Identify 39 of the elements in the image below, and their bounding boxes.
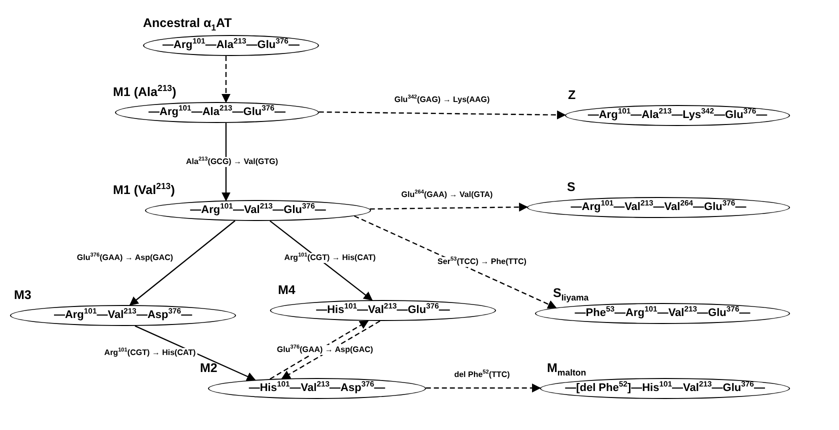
dashed-arrow	[354, 215, 557, 308]
mutation-label: Arg$^{101}$(CGT) → His(CAT)	[282, 253, 378, 263]
arrow	[129, 220, 236, 306]
mutation-label: Glu$^{376}$(GAA) → Asp(GAC)	[74, 253, 176, 263]
sequence-text: —His$^{101}$—Val$^{213}$—Glu$^{376}$—	[316, 305, 450, 316]
arrow	[222, 122, 230, 202]
sequence-text: —His$^{101}$—Val$^{213}$—Asp$^{376}$—	[248, 383, 386, 394]
variant-name: Z	[568, 89, 576, 102]
sequence-text: —Arg$^{101}$—Val$^{213}$—Val$^{264}$—Glu$^{376}$—	[570, 202, 746, 213]
dashed-arrow	[426, 384, 542, 392]
mutation-label: Glu$^{376}$(GAA) → Asp(GAC)	[274, 345, 376, 355]
sequence-text: —Arg$^{101}$—Ala$^{213}$—Lys$^{342}$—Glu$^{376}$—	[588, 110, 768, 121]
dashed-arrow	[370, 202, 528, 212]
sequence-text: —Phe$^{53}$—Arg$^{101}$—Val$^{213}$—Glu$^{376}$—	[574, 308, 750, 319]
variant-name: M3	[14, 289, 32, 302]
mutation-label: del Phe$^{52}$(TTC)	[452, 370, 512, 380]
dashed-arrow	[222, 56, 230, 103]
mutation-label: Arg$^{101}$(CGT) → His(CAT)	[102, 348, 198, 358]
variant-name: M1 (Val$^{213}$)	[113, 184, 175, 196]
sequence-text: —[del Phe$^{52}$]—His$^{101}$—Val$^{213}$—Glu$^{376}$—	[565, 383, 765, 394]
arrow	[134, 325, 256, 381]
dashed-arrow	[281, 320, 380, 380]
variant-name: M4	[278, 284, 296, 296]
sequence-text: —Arg$^{101}$—Ala$^{213}$—Glu$^{376}$—	[148, 107, 286, 118]
variant-name: Ancestral α$_{1}$AT	[143, 17, 232, 30]
variant-name: M$_{malton}$	[547, 362, 586, 374]
mutation-label: Ser$^{53}$(TCC) → Phe(TTC)	[436, 257, 528, 267]
sequence-text: —Arg$^{101}$—Val$^{213}$—Asp$^{376}$—	[54, 310, 192, 321]
mutation-label: Ala$^{213}$(GCG) → Val(GTG)	[184, 157, 280, 167]
variant-name: M2	[200, 362, 218, 374]
arrow	[270, 220, 373, 301]
sequence-text: —Arg$^{101}$—Val$^{213}$—Glu$^{376}$—	[190, 205, 326, 216]
sequence-text: —Arg$^{101}$—Ala$^{213}$—Glu$^{376}$—	[162, 40, 300, 51]
mutation-label: Glu$^{264}$(GAA) → Val(GTA)	[399, 190, 495, 200]
dashed-arrow	[270, 320, 369, 380]
variant-name: M1 (Ala$^{213}$)	[113, 86, 176, 98]
variant-name: S	[567, 181, 576, 194]
mutation-label: Glu$^{342}$(GAG) → Lys(AAG)	[392, 95, 492, 105]
dashed-arrow	[318, 110, 566, 120]
